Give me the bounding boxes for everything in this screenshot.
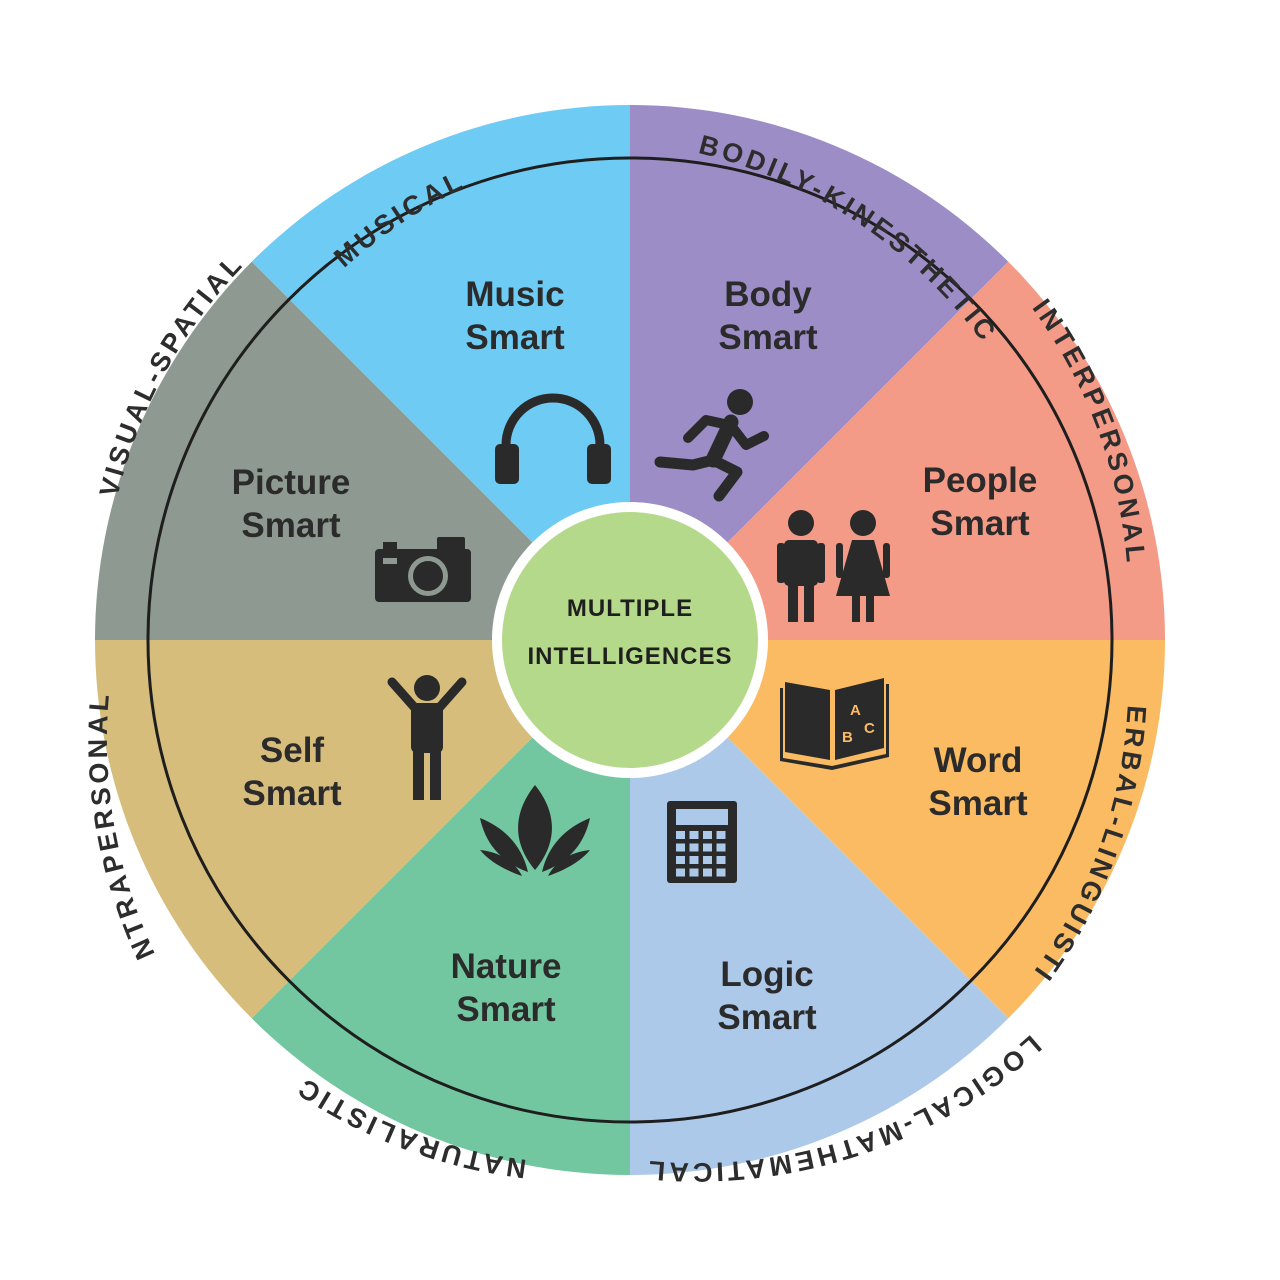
abc-book-icon: A B C [780, 678, 889, 770]
calculator-key [689, 843, 699, 852]
calculator-key [676, 831, 685, 839]
calculator-key [689, 831, 699, 839]
calculator-key [689, 868, 699, 877]
calculator-key [716, 856, 726, 864]
center-hub: MULTIPLE INTELLIGENCES [492, 502, 768, 778]
svg-text:A: A [850, 702, 861, 719]
center-title-line2: INTELLIGENCES [527, 643, 732, 670]
center-title-line1: MULTIPLE [567, 595, 693, 622]
svg-text:C: C [864, 720, 875, 737]
calculator-key [676, 843, 685, 852]
calculator-key [676, 856, 685, 864]
calculator-key [689, 856, 699, 864]
people-icon [777, 510, 890, 622]
leaves-icon [480, 785, 590, 876]
calculator-key [716, 843, 726, 852]
inner-ring-line [146, 156, 1114, 1124]
calculator-key [716, 868, 726, 877]
runner-icon [654, 389, 769, 502]
camera-icon [375, 537, 471, 602]
person-arms-up-icon [387, 675, 467, 800]
calculator-key [703, 843, 712, 852]
calculator-key [703, 831, 712, 839]
calculator-key [716, 831, 726, 839]
calculator-key [703, 856, 712, 864]
calculator-key [703, 868, 712, 877]
svg-text:B: B [842, 729, 853, 746]
headphones-icon [495, 393, 611, 484]
calculator-key [676, 868, 685, 877]
calculator-icon [667, 801, 737, 883]
